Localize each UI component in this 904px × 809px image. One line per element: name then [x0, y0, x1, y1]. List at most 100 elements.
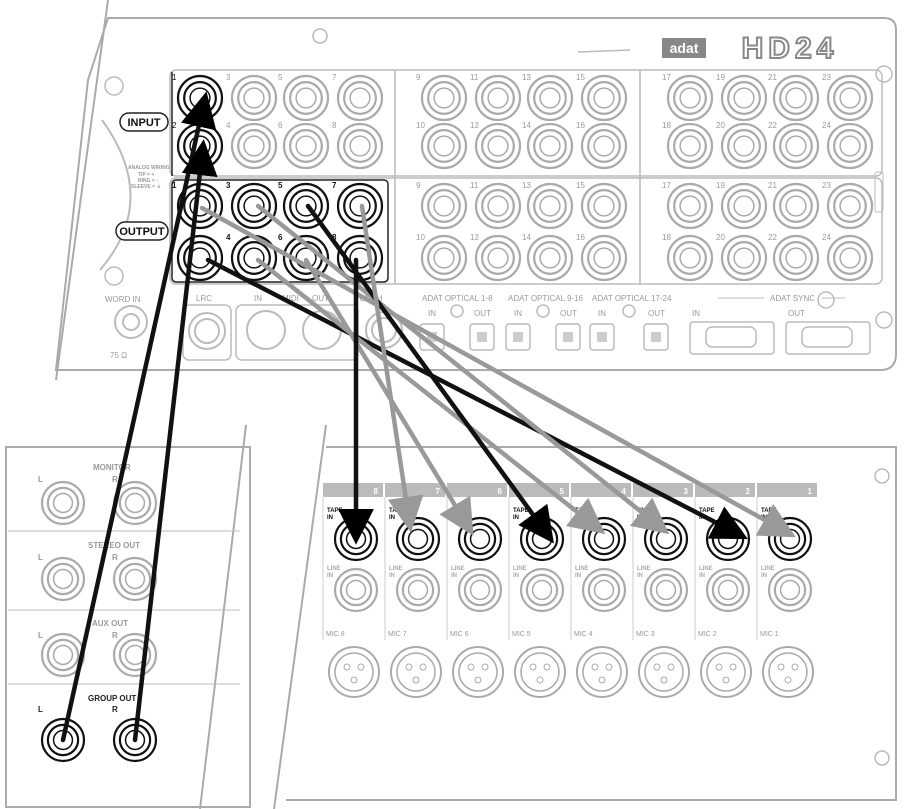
svg-text:RING = -: RING = -	[138, 178, 158, 184]
mic-label: MIC 8	[326, 631, 345, 638]
hd24-jack-r1-c12	[826, 74, 874, 122]
line-in-jack	[395, 567, 441, 613]
mixer-output-jack-r-2	[112, 556, 158, 602]
adat-sync-label: ADAT SYNC	[770, 294, 815, 303]
aux-r-label: R	[112, 631, 118, 640]
hd24-channel-number: 5	[278, 73, 283, 82]
optical-port-window	[477, 332, 487, 342]
hd24-jack-r1-c3	[282, 74, 330, 122]
hd24-channel-number: 8	[332, 121, 337, 130]
mixer-output-jack-l-3	[40, 632, 86, 678]
hd24-channel-number: 14	[522, 121, 531, 130]
hd24-jack-r2-c9	[666, 122, 714, 170]
line-in-label-2: IN	[699, 573, 705, 579]
hd24-jack-r3-c11	[772, 182, 820, 230]
hd24-channel-number: 22	[768, 121, 777, 130]
hd24-jack-r2-c4	[336, 122, 384, 170]
group-r-label: R	[112, 705, 118, 714]
mic-xlr-input	[514, 646, 566, 698]
hd24-jack-r4-c2	[230, 234, 278, 282]
mic-xlr-input	[638, 646, 690, 698]
hd24-jack-r3-c9	[666, 182, 714, 230]
mic-label: MIC 7	[388, 631, 407, 638]
hd24-jack-r4-c6	[474, 234, 522, 282]
cable-output-4-to-tape-4	[255, 257, 606, 535]
adat-logo-text: adat	[670, 40, 699, 56]
stereo-l-label: L	[38, 553, 43, 562]
mic-xlr-input	[576, 646, 628, 698]
word-in-impedance: 75 Ω	[110, 351, 127, 360]
stereo-r-label: R	[112, 553, 118, 562]
channel-number: 5	[560, 487, 565, 496]
output-label: OUTPUT	[119, 226, 165, 238]
hd24-channel-number: 4	[226, 233, 231, 242]
svg-text:SLEEVE = ⏚: SLEEVE = ⏚	[131, 183, 161, 190]
optical-out-port	[643, 323, 669, 351]
hd24-channel-number: 18	[662, 121, 671, 130]
tape-in-jack	[643, 516, 689, 562]
hd24-channel-number: 16	[576, 233, 585, 242]
line-in-label-2: IN	[327, 573, 333, 579]
hd24-jack-r4-c12	[826, 234, 874, 282]
hd24-jack-r3-c10	[720, 182, 768, 230]
hd24-jack-r4-c9	[666, 234, 714, 282]
bottom-ports: WORD IN 75 Ω LRC IN MIDI OUT PUNCH ADAT …	[105, 291, 871, 361]
hd24-jack-r2-c11	[772, 122, 820, 170]
hd24-channel-number: 12	[470, 121, 479, 130]
hd24-channel-number: 13	[522, 181, 531, 190]
optical-in-port	[589, 323, 615, 351]
hd24-jack-r2-c7	[526, 122, 574, 170]
mic-xlr-input	[700, 646, 752, 698]
tape-in-label: TAPE	[761, 508, 777, 514]
line-in-label: LINE	[451, 566, 465, 572]
analog-wiring-note: ANALOG WIRING TIP = + RING = - SLEEVE = …	[128, 165, 170, 190]
word-in-label: WORD IN	[105, 295, 141, 304]
lrc-jack	[188, 312, 226, 350]
mixer-output-panel: MONITOR L R STEREO OUT L R AUX OUT L R G…	[5, 424, 327, 809]
hd24-channel-number: 24	[822, 233, 831, 242]
hd24-channel-number: 24	[822, 121, 831, 130]
mic-xlr-input	[390, 646, 442, 698]
hd24-channel-number: 15	[576, 181, 585, 190]
hd24-jack-r4-c11	[772, 234, 820, 282]
stereo-out-label: STEREO OUT	[88, 541, 140, 550]
hd24-jack-r1-c4	[336, 74, 384, 122]
optical-out-label: OUT	[560, 309, 577, 318]
hd24-jack-r3-c7	[526, 182, 574, 230]
optical-in-label: IN	[428, 309, 436, 318]
sync-in-label: IN	[692, 309, 700, 318]
optical-in-label: IN	[598, 309, 606, 318]
tape-in-label-2: IN	[637, 515, 643, 521]
mic-label: MIC 3	[636, 631, 655, 638]
hd24-jack-r2-c3	[282, 122, 330, 170]
hd24-channel-number: 1	[172, 181, 177, 190]
cable-output-1-to-tape-1	[199, 205, 796, 538]
channel-number: 2	[746, 487, 751, 496]
mic-label: MIC 1	[760, 631, 779, 638]
channel-number: 3	[684, 487, 689, 496]
channel-number: 6	[498, 487, 503, 496]
cable-output-6-to-tape-6	[303, 257, 474, 536]
tape-in-label: TAPE	[699, 508, 715, 514]
hd24-jack-r1-c8	[580, 74, 628, 122]
hd24-channel-number: 10	[416, 121, 425, 130]
mic-xlr-input	[762, 646, 814, 698]
cable-output-2-to-tape-2	[205, 257, 748, 540]
hd24-channel-number: 20	[716, 233, 725, 242]
hd24-channel-number: 7	[332, 181, 337, 190]
midi-in-label: IN	[254, 294, 262, 303]
hd24-channel-number: 22	[768, 233, 777, 242]
hd24-channel-number: 9	[416, 73, 421, 82]
hd24-jack-r1-c7	[526, 74, 574, 122]
line-in-jack	[581, 567, 627, 613]
lrc-label: LRC	[196, 294, 212, 303]
hd24-jack-r3-c12	[826, 182, 874, 230]
line-in-label-2: IN	[575, 573, 581, 579]
aux-l-label: L	[38, 631, 43, 640]
line-in-label-2: IN	[451, 573, 457, 579]
mic-xlr-input	[328, 646, 380, 698]
line-in-jack	[519, 567, 565, 613]
optical-port-window	[563, 332, 573, 342]
